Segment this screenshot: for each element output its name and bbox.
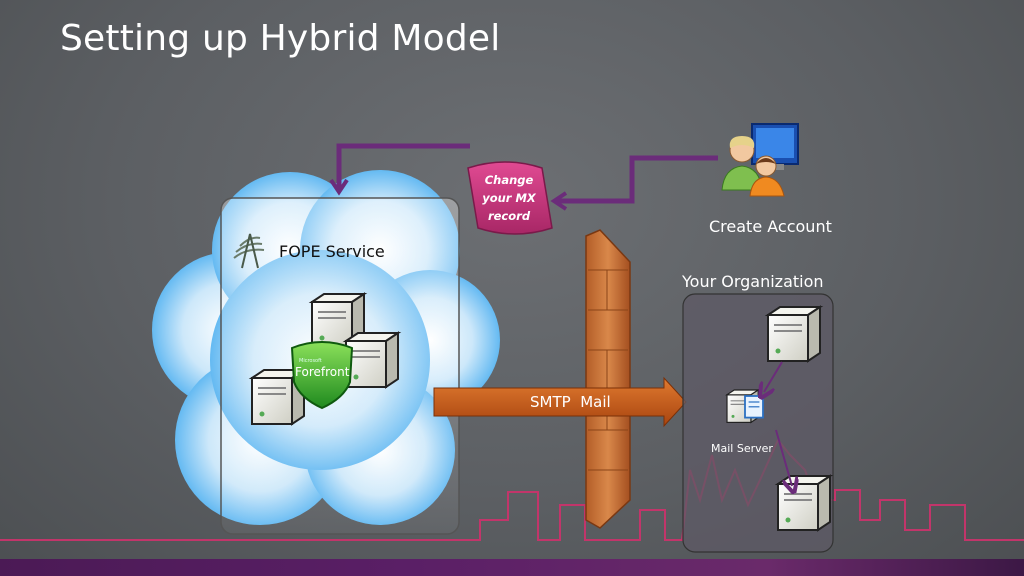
slide-title: Setting up Hybrid Model <box>60 18 501 59</box>
forefront-brand-small: Microsoft <box>299 358 322 364</box>
mail-server-label: Mail Server <box>711 442 773 455</box>
organization-label: Your Organization <box>682 272 824 291</box>
forefront-brand: Forefront <box>295 365 350 379</box>
smtp-mail-label: SMTP Mail <box>530 393 611 411</box>
fope-service-label: FOPE Service <box>279 242 385 261</box>
org-server-icon <box>777 475 831 531</box>
mail-server-icon <box>726 389 764 423</box>
account-to-mx-arrow <box>556 155 718 204</box>
users-computer-icon <box>721 123 799 197</box>
fope-logo-icon <box>233 233 265 269</box>
cloud-server-icon <box>345 332 399 388</box>
smtp-mail-arrow <box>433 376 687 428</box>
mx-to-cloud-arrow <box>336 143 470 190</box>
mx-record-flag <box>467 161 553 235</box>
org-server-icon <box>767 306 821 362</box>
skyline <box>0 438 1024 541</box>
arrow-head <box>550 191 568 211</box>
mx-record-label: Change your MX record <box>482 173 536 223</box>
create-account-label: Create Account <box>709 217 832 236</box>
footer-bar <box>0 559 1024 576</box>
forefront-shield-icon <box>290 341 354 410</box>
arrow-head <box>329 178 349 196</box>
firewall <box>585 229 631 529</box>
